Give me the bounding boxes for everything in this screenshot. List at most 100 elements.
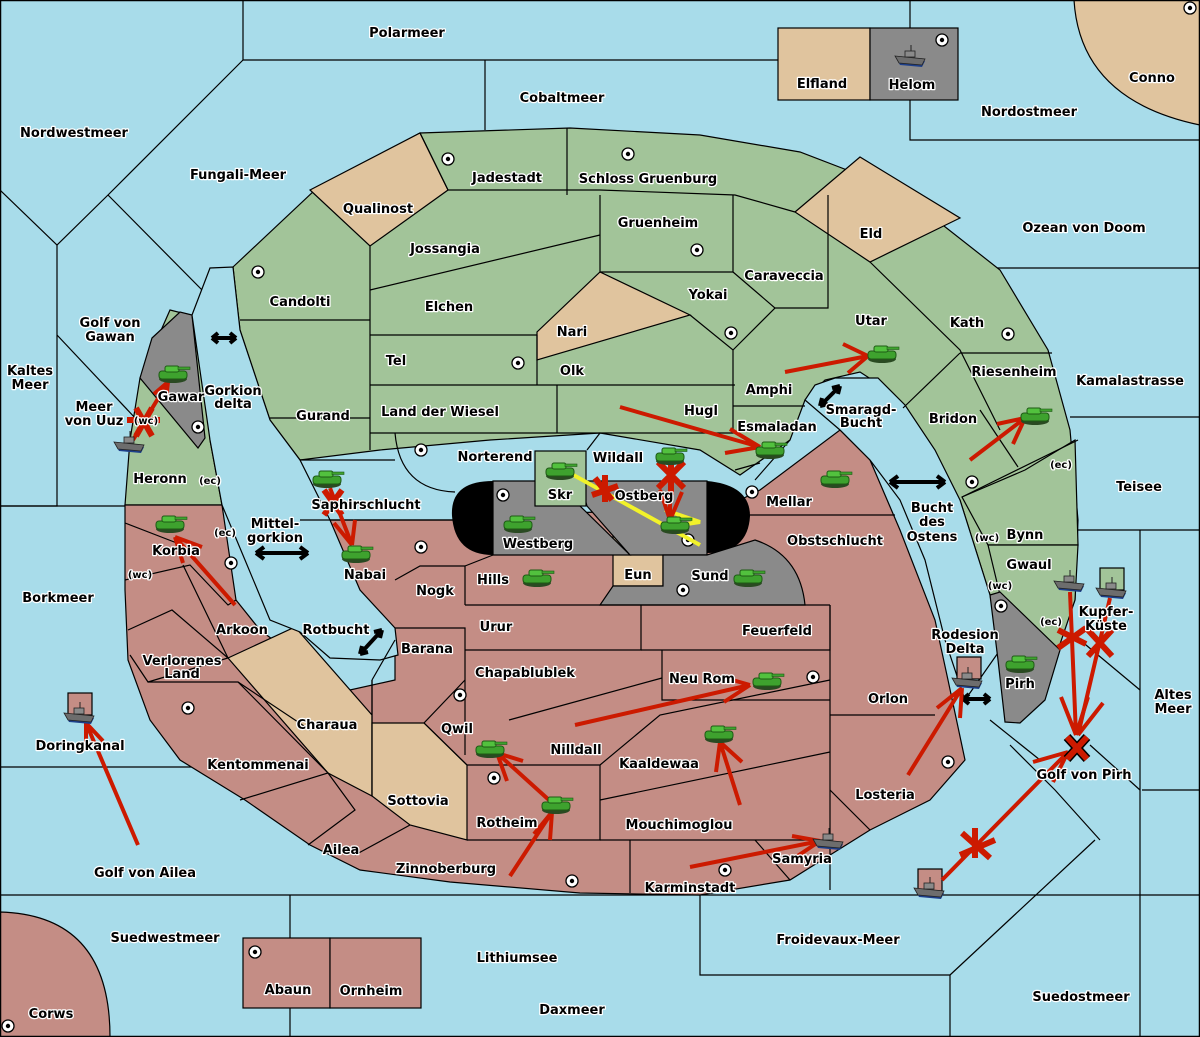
order-amphi-utar xyxy=(784,342,870,375)
label-ostberg: Ostberg xyxy=(615,489,674,504)
label-nabai: Nabai xyxy=(344,568,386,583)
label-riesenheim: Riesenheim xyxy=(971,365,1056,380)
label-borkmeer: Borkmeer xyxy=(22,591,94,606)
label-korbia-wc: (wc) xyxy=(128,570,152,581)
label-golf-gawan: Golf von xyxy=(80,316,141,331)
label-nordostmeer: Nordostmeer xyxy=(981,105,1078,120)
label-norterend: Norterend xyxy=(457,450,532,465)
order-arkoon-korbia xyxy=(173,535,237,607)
label-gruenheim: Gruenheim xyxy=(618,216,698,231)
label-zinnoberburg: Zinnoberburg xyxy=(396,862,496,877)
label-cobaltmeer: Cobaltmeer xyxy=(520,91,605,106)
region-bynn[interactable] xyxy=(961,438,1079,546)
label-korbia-ec: (ec) xyxy=(214,528,236,539)
label-lithiumsee: Lithiumsee xyxy=(477,951,558,966)
label-caraveccia: Caraveccia xyxy=(744,269,823,284)
label-bynn-ec: (ec) xyxy=(1050,460,1072,471)
label-pirh: Pirh xyxy=(1005,677,1035,692)
sea-labels: Polarmeer Cobaltmeer Nordwestmeer Fungal… xyxy=(6,25,1194,1020)
label-utar: Utar xyxy=(855,314,888,329)
label-barana: Barana xyxy=(401,642,453,657)
label-daxmeer: Daxmeer xyxy=(539,1003,605,1018)
label-rotheim: Rotheim xyxy=(476,816,537,831)
label-bynn-wc: (wc) xyxy=(975,533,999,544)
order-hugl-esmaladan xyxy=(619,405,762,455)
label-karminstadt: Karminstadt xyxy=(645,881,736,896)
label-eld: Eld xyxy=(860,227,883,242)
order-ailea-doringkanal xyxy=(84,721,140,846)
region-elfland[interactable] xyxy=(777,27,871,101)
label-kath: Kath xyxy=(950,316,984,331)
label-bynn: Bynn xyxy=(1007,528,1044,543)
label-heronn-ec: (ec) xyxy=(199,476,221,487)
label-gwaul-ec: (ec) xyxy=(1040,617,1062,628)
label-golf-gawan-2: Gawan xyxy=(85,330,134,345)
label-altes: Altes xyxy=(1154,688,1192,703)
label-bridon: Bridon xyxy=(929,412,977,427)
region-conno[interactable] xyxy=(1073,0,1200,126)
region-eld[interactable] xyxy=(794,156,962,263)
label-fungali: Fungali-Meer xyxy=(190,168,287,183)
label-hugl: Hugl xyxy=(684,404,718,419)
label-mouchimoglou: Mouchimoglou xyxy=(626,818,733,833)
label-jossangia: Jossangia xyxy=(409,242,480,257)
label-doringkanal: Doringkanal xyxy=(35,739,124,754)
region-ornheim[interactable] xyxy=(329,937,422,1009)
label-ozean: Ozean von Doom xyxy=(1022,221,1145,236)
label-conno: Conno xyxy=(1129,71,1175,86)
label-verlorenes: Verlorenes xyxy=(142,654,221,669)
label-bucht-3: Ostens xyxy=(907,530,958,545)
label-tel: Tel xyxy=(386,354,406,369)
label-gawar: Gawar xyxy=(158,390,205,405)
label-rodesion: Rodesion xyxy=(931,628,998,643)
label-sottovia: Sottovia xyxy=(387,794,448,809)
channel-connectors xyxy=(210,331,992,706)
label-kupfer: Kupfer- xyxy=(1079,605,1134,620)
label-gorkion-2: delta xyxy=(214,397,252,412)
label-sund: Sund xyxy=(691,569,728,584)
label-golf-pirh: Golf von Pirh xyxy=(1036,768,1131,783)
label-kamalastrasse: Kamalastrasse xyxy=(1076,374,1184,389)
region-corws[interactable] xyxy=(0,911,111,1037)
label-kaltes-2: Meer xyxy=(12,378,50,393)
label-land-wiesel: Land der Wiesel xyxy=(381,405,499,420)
label-arkoon: Arkoon xyxy=(216,623,268,638)
label-jadestadt: Jadestadt xyxy=(471,171,542,186)
label-gawar-wc: (wc) xyxy=(134,416,158,427)
berg-left-cap xyxy=(451,481,493,555)
order-zinnober-rotheim xyxy=(508,810,554,878)
label-mellar: Mellar xyxy=(766,495,812,510)
label-saphirschlucht: Saphirschlucht xyxy=(311,498,420,513)
label-ailea: Ailea xyxy=(323,843,360,858)
label-nordwestmeer: Nordwestmeer xyxy=(20,126,128,141)
label-abaun: Abaun xyxy=(265,983,312,998)
label-charaua: Charaua xyxy=(297,718,358,733)
label-yokai: Yokai xyxy=(687,288,727,303)
label-wildall: Wildall xyxy=(593,451,643,466)
label-kentommenai: Kentommenai xyxy=(207,758,308,773)
label-urur: Urur xyxy=(480,620,513,635)
label-suedwestmeer: Suedwestmeer xyxy=(110,931,220,946)
label-hills: Hills xyxy=(477,573,509,588)
label-bucht-2: des xyxy=(919,515,945,530)
label-feuerfeld: Feuerfeld xyxy=(742,624,812,639)
label-samyria: Samyria xyxy=(772,852,832,867)
label-heronn: Heronn xyxy=(133,472,187,487)
land-labels: Elfland Helom Conno Qualinost Jadestadt … xyxy=(27,70,1176,1024)
label-nari: Nari xyxy=(557,325,588,340)
label-schloss: Schloss Gruenburg xyxy=(579,172,717,187)
label-losteria: Losteria xyxy=(855,788,915,803)
label-qualinost: Qualinost xyxy=(343,202,413,217)
label-nilldall: Nilldall xyxy=(550,743,601,758)
order-nilldall-neurom xyxy=(574,675,752,727)
order-mouch-kaaldewaa xyxy=(714,740,744,806)
order-kupfer-pirh xyxy=(1076,597,1112,737)
label-rotbucht: Rotbucht xyxy=(303,623,370,638)
label-rodesion-2: Delta xyxy=(945,642,984,657)
failed-order-markers xyxy=(127,406,1115,861)
label-corws: Corws xyxy=(29,1007,74,1022)
label-olk: Olk xyxy=(560,364,585,379)
label-elchen: Elchen xyxy=(425,300,473,315)
label-uuz-2: von Uuz xyxy=(65,414,124,429)
